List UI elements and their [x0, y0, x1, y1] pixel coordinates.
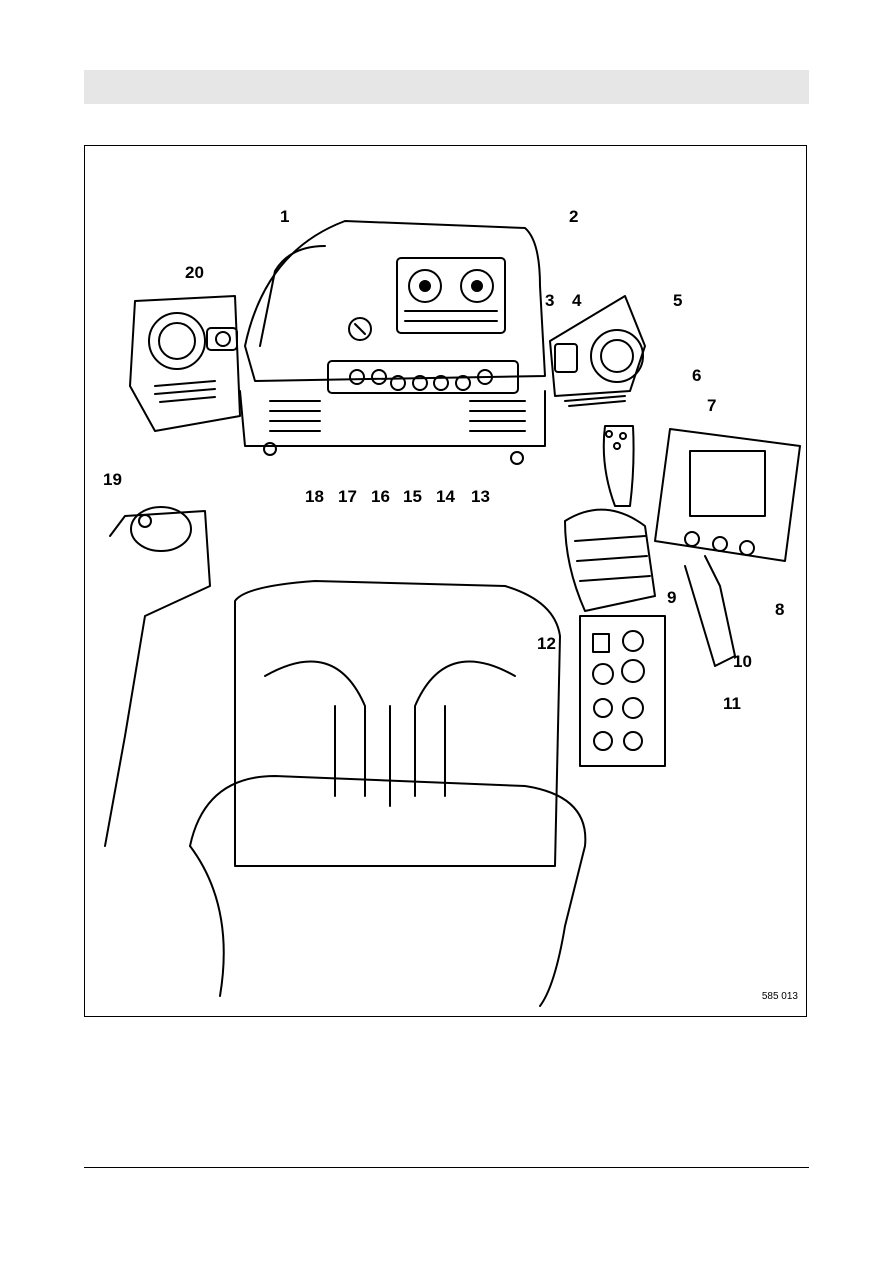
- callout-19: 19: [103, 471, 122, 488]
- header-bar: [84, 70, 809, 104]
- callout-2: 2: [569, 208, 578, 225]
- callout-10: 10: [733, 653, 752, 670]
- callout-7: 7: [707, 397, 716, 414]
- callout-5: 5: [673, 292, 682, 309]
- callout-3: 3: [545, 292, 554, 309]
- callout-8: 8: [775, 601, 784, 618]
- callout-17: 17: [338, 488, 357, 505]
- callout-9: 9: [667, 589, 676, 606]
- figure-code: 585 013: [762, 991, 798, 1002]
- callout-12: 12: [537, 635, 556, 652]
- callout-15: 15: [403, 488, 422, 505]
- callout-6: 6: [692, 367, 701, 384]
- figure-frame: 1 2 3 4 5 6 7 8 9 10 11 12 13 14 15 16 1…: [84, 145, 807, 1017]
- callout-18: 18: [305, 488, 324, 505]
- callout-4: 4: [572, 292, 581, 309]
- callout-13: 13: [471, 488, 490, 505]
- callout-11: 11: [723, 695, 741, 712]
- callout-14: 14: [436, 488, 455, 505]
- footer-rule: [84, 1167, 809, 1168]
- callout-1: 1: [280, 208, 289, 225]
- callout-16: 16: [371, 488, 390, 505]
- callout-20: 20: [185, 264, 204, 281]
